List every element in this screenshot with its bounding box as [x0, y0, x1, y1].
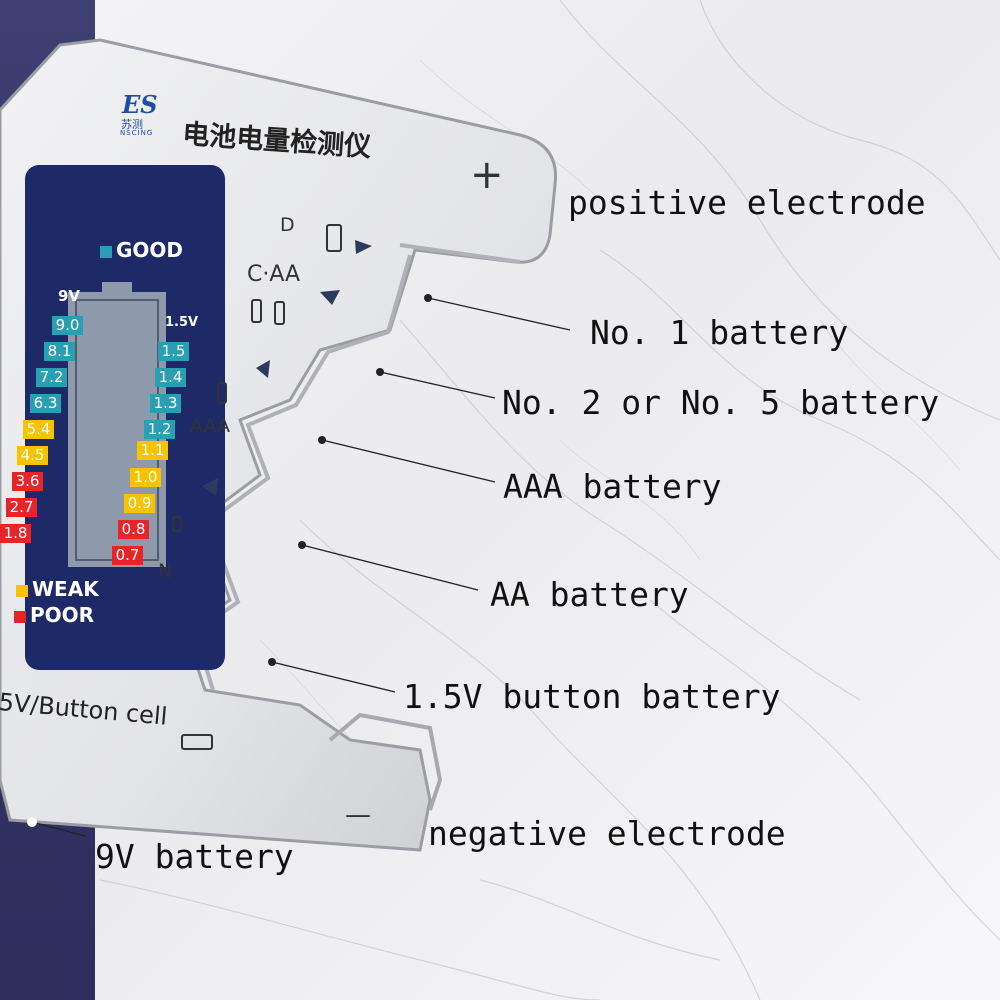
- positive-terminal-symbol: +: [470, 152, 504, 198]
- legend-poor: POOR: [14, 603, 94, 627]
- scale-9v-cell: 3.6: [12, 472, 43, 491]
- scale-15v-cell: 1.3: [150, 394, 181, 413]
- label-positive-electrode: positive electrode: [568, 183, 926, 222]
- scale-9v-cell: 9.0: [52, 316, 83, 335]
- scale-15v-cell: 1.4: [155, 368, 186, 387]
- label-negative-electrode: negative electrode: [428, 814, 786, 853]
- scale-15v-cell: 0.8: [118, 520, 149, 539]
- scale-9v-cell: 4.5: [17, 446, 48, 465]
- slot-label-d: D: [280, 214, 295, 236]
- label-aaa-battery: AAA battery: [503, 467, 722, 506]
- scale-15v-header: 1.5V: [165, 315, 199, 330]
- legend-good: GOOD: [100, 238, 183, 262]
- legend-good-text: GOOD: [116, 238, 184, 262]
- label-no2-no5-battery: No. 2 or No. 5 battery: [502, 383, 940, 422]
- label-button-battery: 1.5V button battery: [403, 677, 781, 716]
- slot-label-n: N: [158, 560, 173, 582]
- label-no1-battery: No. 1 battery: [590, 313, 849, 352]
- brand-chinese-name: 苏测: [121, 118, 143, 131]
- legend-weak-text: WEAK: [32, 577, 99, 601]
- label-aa-battery: AA battery: [490, 575, 689, 614]
- slot-label-c-aa: C·AA: [247, 262, 301, 287]
- negative-terminal-symbol: —: [345, 800, 371, 830]
- scale-9v-cell: 6.3: [30, 394, 61, 413]
- legend-poor-text: POOR: [30, 603, 95, 627]
- good-swatch: [100, 245, 112, 258]
- poor-swatch: [14, 610, 26, 623]
- brand-english-name: NSCING: [120, 129, 154, 137]
- scale-9v-cell: 7.2: [36, 368, 67, 387]
- scale-15v-cell: 1.2: [144, 420, 175, 439]
- scale-15v-cell: 1.1: [137, 441, 168, 460]
- scale-15v-cell: 1.0: [130, 468, 161, 487]
- scale-15v-cell: 0.9: [124, 494, 155, 513]
- scale-15v-cell: 0.7: [112, 546, 143, 565]
- scale-9v-cell: 8.1: [44, 342, 75, 361]
- weak-swatch: [16, 584, 28, 597]
- legend-weak: WEAK: [16, 577, 99, 601]
- scale-15v-cell: 1.5: [158, 342, 189, 361]
- scale-9v-cell: 1.8: [0, 524, 31, 543]
- scale-9v-header: 9V: [58, 287, 81, 305]
- label-9v-battery: 9V battery: [95, 837, 294, 876]
- scale-9v-cell: 2.7: [6, 498, 37, 517]
- slot-label-aaa: AAA: [190, 415, 231, 437]
- scale-9v-cell: 5.4: [23, 420, 54, 439]
- brand-logo: ES: [122, 90, 158, 119]
